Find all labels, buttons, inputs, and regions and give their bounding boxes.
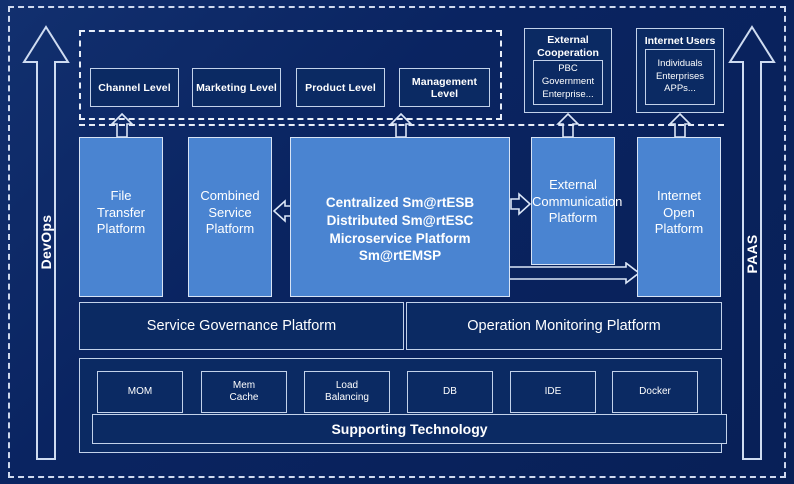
platform-file-transfer-line-1: File	[110, 188, 132, 203]
platform-file-transfer-line-3: Platform	[96, 221, 146, 237]
platform-combined-service-line-2: Service	[208, 204, 252, 220]
platform-external-communication-line-2: Communication	[532, 193, 623, 209]
tech-box-load-balancing[interactable]: Load Balancing	[304, 371, 390, 413]
platform-core-bus[interactable]: Centralized Sm@rtESB Distributed Sm@rtES…	[290, 137, 510, 297]
supporting-technology-bar[interactable]: Supporting Technology	[92, 414, 727, 444]
tech-label-load-balancing-line-2: Balancing	[325, 392, 369, 403]
tech-box-mom[interactable]: MOM	[97, 371, 183, 413]
platform-internet-open-line-3: Platform	[654, 221, 704, 237]
external-cooperation-group[interactable]: External Cooperation PBC Government Ente…	[524, 28, 612, 113]
supporting-technology-label: Supporting Technology	[331, 421, 488, 437]
level-label-management: Management Level	[411, 75, 478, 100]
tech-label-docker-line-1: Docker	[639, 385, 671, 397]
devops-arrow: DevOps	[22, 24, 70, 462]
level-label-marketing: Marketing Level	[196, 81, 277, 94]
tech-label-mem-cache-line-1: Mem	[232, 379, 256, 391]
layer-dashed-separator	[79, 124, 724, 126]
level-box-marketing[interactable]: Marketing Level	[192, 68, 281, 107]
platform-core-bus-line-3: Microservice Platform Sm@rtEMSP	[329, 230, 471, 264]
platform-external-communication[interactable]: External Communication Platform	[531, 137, 623, 265]
internet-users-group[interactable]: Internet Users Individuals Enterprises A…	[636, 28, 724, 113]
tech-label-load-balancing-line-1: Load	[335, 379, 359, 391]
level-label-product: Product Level	[305, 81, 376, 94]
level-box-product[interactable]: Product Level	[296, 68, 385, 107]
internet-users-title: Internet Users	[644, 35, 716, 47]
tech-box-db[interactable]: DB	[407, 371, 493, 413]
platform-external-communication-line-3: Platform	[548, 210, 598, 226]
platform-internet-open-line-2: Open	[663, 204, 695, 220]
tech-label-db-line-1: DB	[443, 385, 457, 397]
platform-combined-service-line-1: Combined	[200, 188, 260, 203]
platform-core-bus-line-2: Distributed Sm@rtESC	[326, 212, 474, 228]
uparrow-file-transfer	[110, 112, 134, 138]
platform-external-communication-line-1: External	[549, 177, 597, 192]
governance-service-platform-label: Service Governance Platform	[146, 318, 337, 334]
tech-box-mem-cache[interactable]: Mem Cache	[201, 371, 287, 413]
tech-label-ide-line-1: IDE	[544, 385, 562, 397]
governance-operation-monitoring[interactable]: Operation Monitoring Platform	[406, 302, 722, 350]
platform-internet-open[interactable]: Internet Open Platform	[637, 137, 721, 297]
external-cooperation-title: External Cooperation	[537, 34, 599, 60]
tech-label-mem-cache-line-2: Cache	[229, 392, 259, 403]
platform-combined-service[interactable]: Combined Service Platform	[188, 137, 272, 297]
paas-arrow: PAAS	[728, 24, 776, 462]
platform-internet-open-line-1: Internet	[656, 188, 702, 203]
uparrow-core-bus	[389, 112, 413, 138]
level-box-channel[interactable]: Channel Level	[90, 68, 179, 107]
outer-dashed-frame	[8, 6, 786, 478]
internet-users-members: Individuals Enterprises APPs...	[645, 49, 715, 105]
platform-combined-service-line-3: Platform	[205, 221, 255, 237]
governance-service-platform[interactable]: Service Governance Platform	[79, 302, 404, 350]
uparrow-internet-open	[668, 112, 692, 138]
level-box-management[interactable]: Management Level	[399, 68, 490, 107]
external-cooperation-members: PBC Government Enterprise...	[533, 60, 603, 105]
platform-file-transfer[interactable]: File Transfer Platform	[79, 137, 163, 297]
platform-core-bus-line-1: Centralized Sm@rtESB	[325, 195, 475, 210]
governance-operation-monitoring-label: Operation Monitoring Platform	[467, 318, 661, 334]
platform-file-transfer-line-2: Transfer	[97, 204, 145, 220]
tech-box-docker[interactable]: Docker	[612, 371, 698, 413]
tech-box-ide[interactable]: IDE	[510, 371, 596, 413]
tech-label-mom-line-1: MOM	[127, 385, 153, 397]
devops-arrow-label: DevOps	[38, 214, 54, 270]
level-label-channel: Channel Level	[98, 81, 171, 94]
longarrow-core-to-internet-open	[508, 262, 640, 286]
paas-arrow-label: PAAS	[744, 234, 760, 274]
business-levels-group	[79, 30, 502, 120]
rightarrow-core-to-external	[510, 192, 532, 216]
uparrow-external-comm	[556, 112, 580, 138]
